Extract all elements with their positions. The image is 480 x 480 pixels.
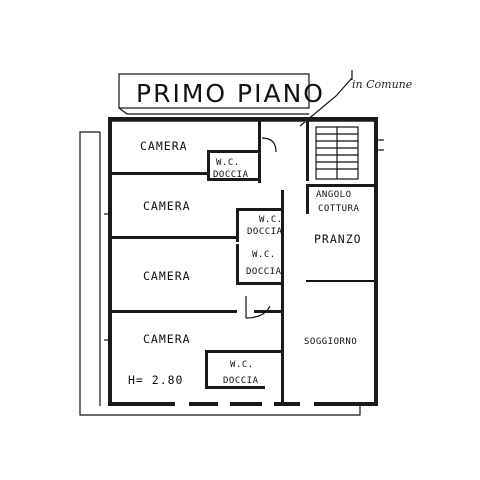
note-text: in Comune <box>352 78 413 91</box>
room-pranzo: PRANZO <box>314 232 362 246</box>
note-arrow <box>299 77 353 127</box>
exterior-walls <box>108 117 378 406</box>
bath-4-doccia: DOCCIA <box>223 376 259 386</box>
plan-title: PRIMO PIANO <box>136 79 325 108</box>
bath-3-doccia: DOCCIA <box>246 267 282 277</box>
stairs <box>315 126 359 180</box>
door-marks <box>104 137 384 341</box>
outer-outline <box>79 131 361 416</box>
title-frame <box>118 73 310 109</box>
bath-2-doccia: DOCCIA <box>247 227 283 237</box>
room-cottura: COTTURA <box>318 204 360 214</box>
bath-1-doccia: DOCCIA <box>213 170 249 180</box>
room-camera-1: CAMERA <box>140 139 188 153</box>
room-camera-4: CAMERA <box>143 332 191 346</box>
common-area-note: in Comune <box>299 70 413 127</box>
bath-3-wc: W.C. <box>252 250 276 260</box>
bath-2-wc: W.C. <box>259 215 283 225</box>
room-soggiorno: SOGGIORNO <box>304 337 357 347</box>
room-camera-2: CAMERA <box>143 199 191 213</box>
title-block: PRIMO PIANO <box>118 73 325 115</box>
interior-walls <box>112 121 374 404</box>
ceiling-height: H= 2.80 <box>128 373 183 387</box>
bath-4-wc: W.C. <box>230 360 254 370</box>
bath-1-wc: W.C. <box>216 158 240 168</box>
room-angolo: ANGOLO <box>316 190 352 200</box>
room-labels: CAMERA CAMERA CAMERA CAMERA W.C. DOCCIA … <box>128 139 362 387</box>
room-camera-3: CAMERA <box>143 269 191 283</box>
